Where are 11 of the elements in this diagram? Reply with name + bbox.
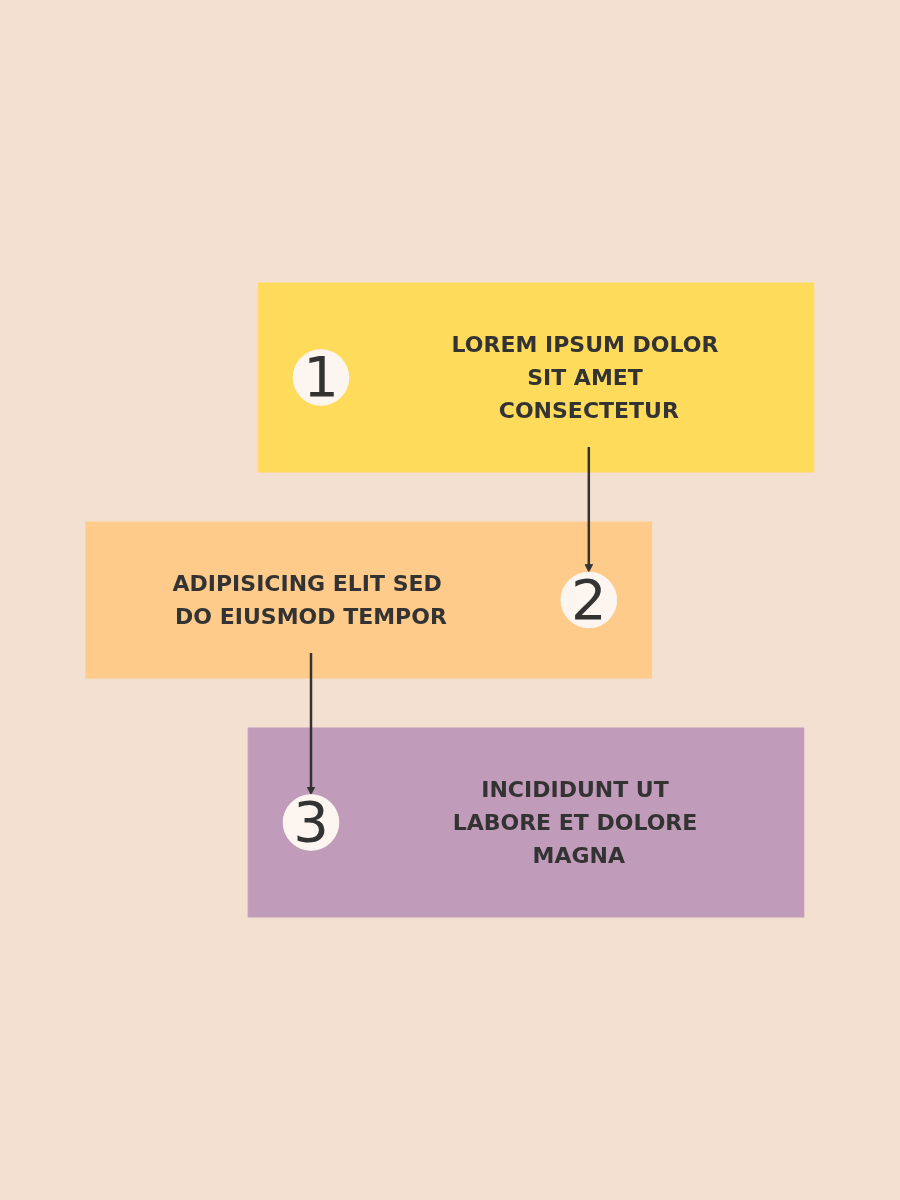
- node-circle: 1: [292, 349, 350, 406]
- node-text: INCIDIDUNT UT LABORE ET DOLORE MAGNA: [452, 776, 698, 868]
- arrow: [584, 447, 594, 573]
- cluster: [257, 282, 815, 473]
- cluster: [85, 521, 653, 679]
- node-circle: 3: [282, 794, 340, 851]
- node-circle: 2: [560, 571, 618, 629]
- arrow: [306, 653, 316, 796]
- node-text: LOREM IPSUM DOLOR SIT AMET CONSECTETUR: [451, 332, 719, 423]
- node-text: ADIPISICING ELIT SED DO EIUSMOD TEMPOR: [172, 570, 447, 629]
- cluster: [247, 727, 805, 918]
